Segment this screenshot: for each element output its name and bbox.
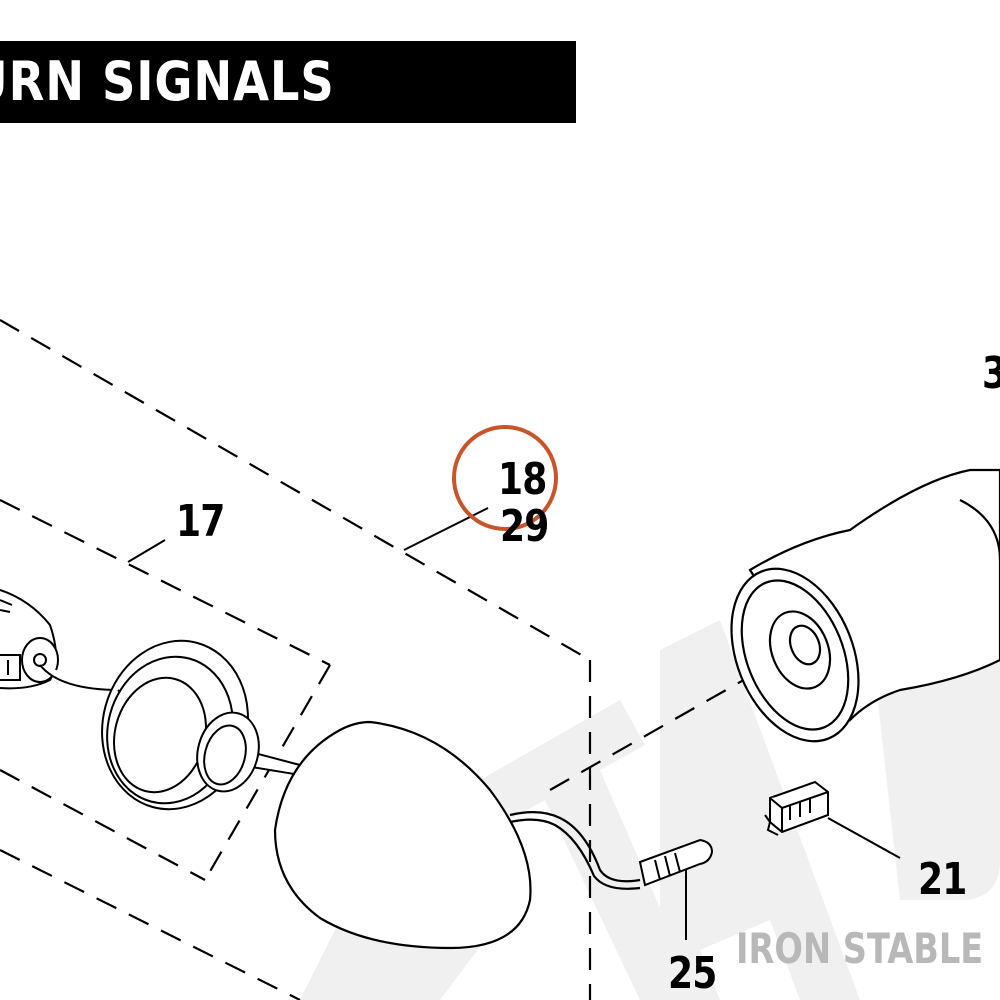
callout-3: 3 [982,352,1000,396]
leader-18-29 [403,507,489,551]
connector-block [764,780,829,836]
mounting-grommet [101,639,301,811]
leader-lines [127,507,901,940]
callout-18: 18 [498,454,547,505]
inner-dashed-boundary-top [0,499,331,666]
bulb-socket [0,589,121,691]
leader-17 [127,539,166,563]
callout-17: 17 [176,496,225,547]
outer-dashed-boundary-bottom [0,849,301,1000]
callout-25: 25 [668,948,717,999]
callout-21: 21 [918,854,967,905]
dashed-assembly-lines [0,319,801,1000]
callout-29: 29 [500,501,549,552]
signal-housing [730,468,1000,743]
bullet-connector [638,838,714,887]
inner-dashed-boundary-right [204,664,331,881]
page-title: URN SIGNALS [0,50,335,113]
lens-cover [273,720,641,950]
watermark-letter-a [660,620,860,1000]
brand-watermark: IRON STABLE [736,924,984,973]
header-banner: URN SIGNALS [0,41,576,123]
inner-dashed-boundary-bottom [0,769,206,881]
outer-dashed-boundary-top [0,319,591,661]
leader-21 [827,817,901,859]
axis-line-to-housing [549,647,801,791]
highlight-circle [452,425,558,531]
